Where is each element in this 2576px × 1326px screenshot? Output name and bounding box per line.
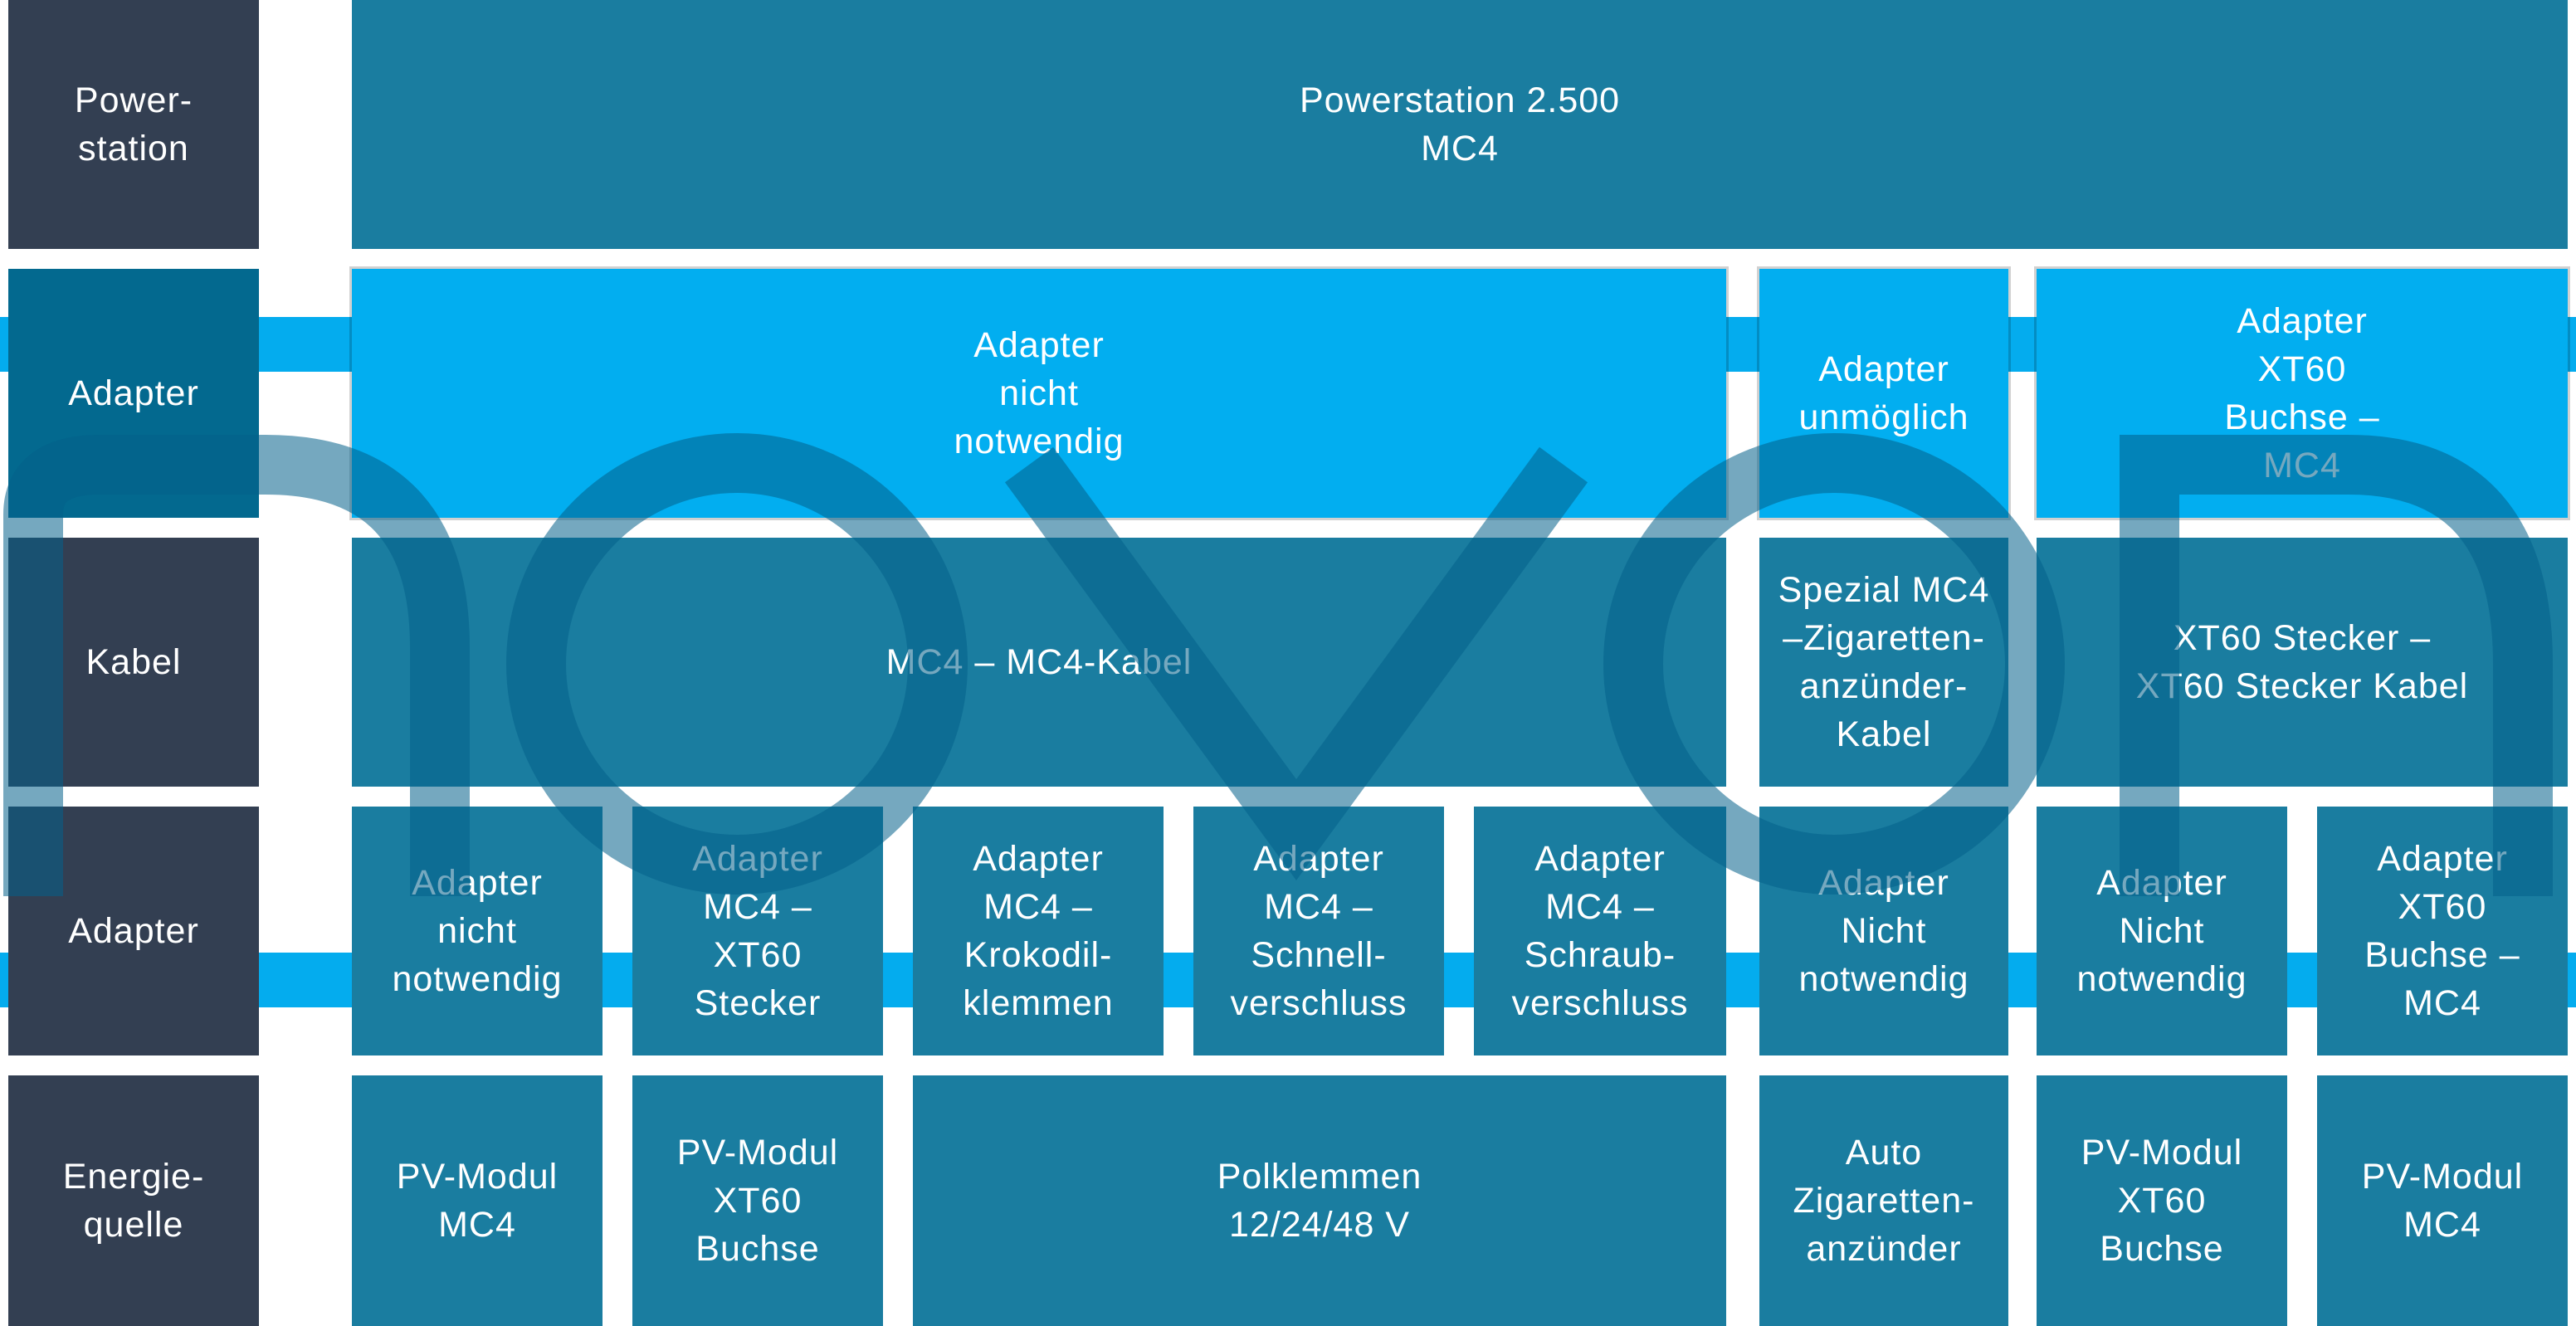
adapter-bottom-cell-2: Adapter MC4 – XT60 Stecker [632,807,883,1055]
kabel-cell-3: XT60 Stecker – XT60 Stecker Kabel [2037,538,2568,787]
energiequelle-cell-5: PV-Modul XT60 Buchse [2037,1075,2287,1326]
energiequelle-cell-4: Auto Zigaretten- anzünder [1759,1075,2008,1326]
energiequelle-cell-3: Polklemmen 12/24/48 V [913,1075,1726,1326]
row-label-adapter-bottom: Adapter [8,807,259,1055]
adapter-top-cell-3: Adapter XT60 Buchse – MC4 [2037,269,2568,518]
adapter-bottom-cell-3: Adapter MC4 – Krokodil- klemmen [913,807,1164,1055]
powerstation-cell: Powerstation 2.500 MC4 [352,0,2568,249]
kabel-cell-1: MC4 – MC4-Kabel [352,538,1726,787]
row-label-kabel: Kabel [8,538,259,787]
adapter-bottom-cell-7: Adapter Nicht notwendig [2037,807,2287,1055]
row-label-powerstation: Power- station [8,0,259,249]
adapter-bottom-cell-4: Adapter MC4 – Schnell- verschluss [1193,807,1444,1055]
row-label-energiequelle: Energie- quelle [8,1075,259,1326]
adapter-bottom-cell-6: Adapter Nicht notwendig [1759,807,2008,1055]
energiequelle-cell-2: PV-Modul XT60 Buchse [632,1075,883,1326]
adapter-top-cell-1: Adapter nicht notwendig [352,269,1726,518]
adapter-bottom-cell-1: Adapter nicht notwendig [352,807,603,1055]
kabel-cell-2: Spezial MC4 –Zigaretten- anzünder- Kabel [1759,538,2008,787]
adapter-bottom-cell-8: Adapter XT60 Buchse – MC4 [2317,807,2568,1055]
energiequelle-cell-1: PV-Modul MC4 [352,1075,603,1326]
row-label-adapter-top: Adapter [8,269,259,518]
adapter-bottom-cell-5: Adapter MC4 – Schraub- verschluss [1474,807,1726,1055]
adapter-top-cell-2: Adapter unmöglich [1759,269,2008,518]
energiequelle-cell-6: PV-Modul MC4 [2317,1075,2568,1326]
